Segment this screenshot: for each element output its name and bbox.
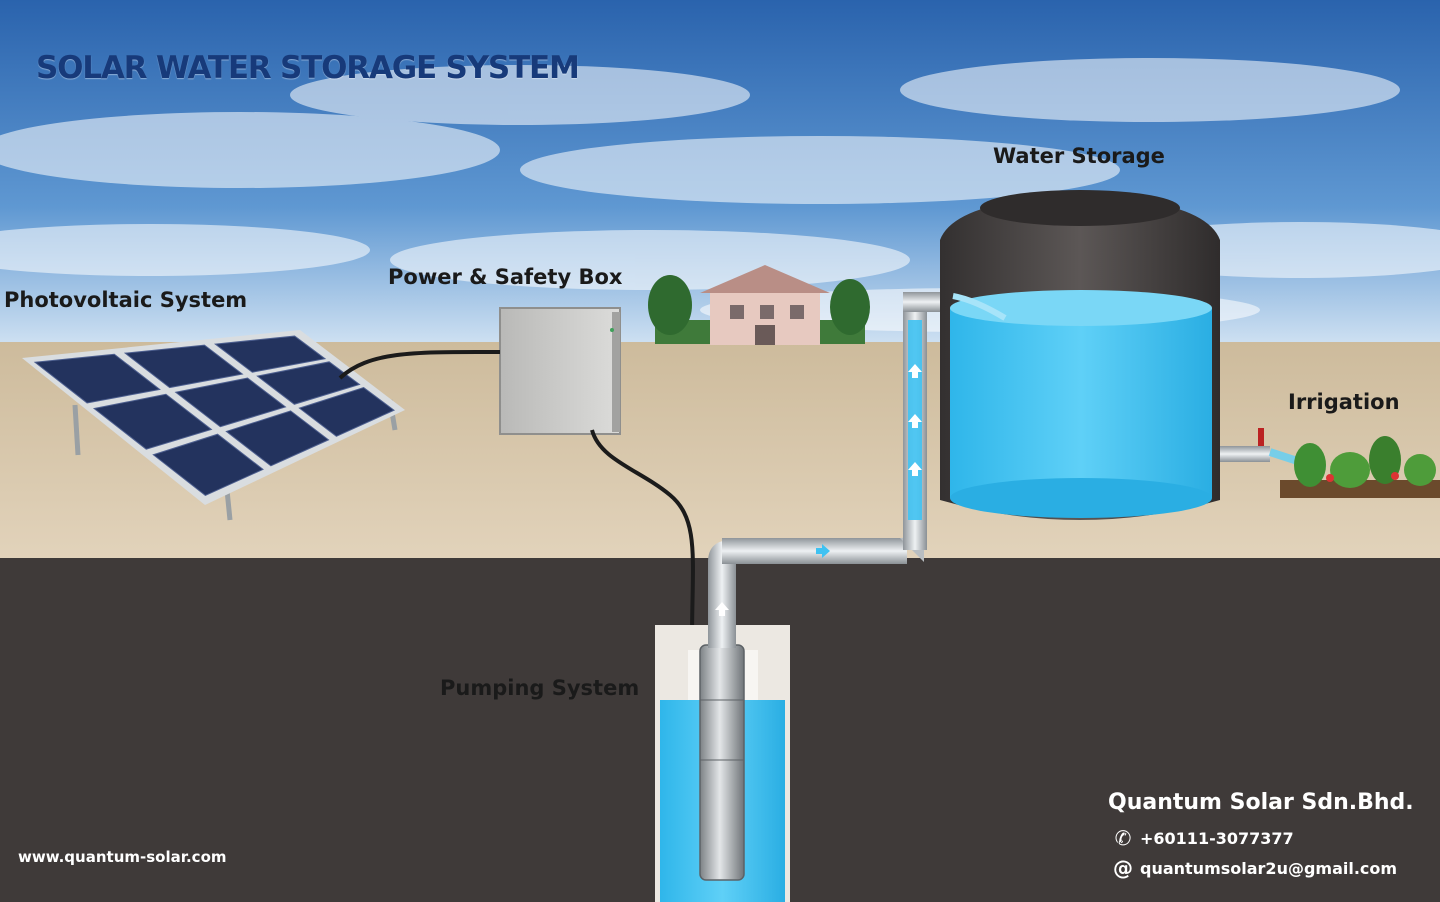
irrigation-label: Irrigation	[1288, 390, 1400, 414]
submersible-pump	[699, 644, 745, 881]
arrow-up-icon	[908, 364, 922, 378]
cable-panel-to-box	[338, 349, 501, 380]
phone-icon: ✆	[1114, 826, 1132, 850]
solar-panel	[225, 410, 330, 467]
solar-panel	[123, 344, 244, 389]
power-safety-box	[499, 307, 621, 435]
power-safety-box-label: Power & Safety Box	[388, 265, 623, 289]
at-sign-icon: @	[1113, 856, 1133, 880]
house	[648, 265, 870, 345]
phone-number: +60111-3077377	[1140, 828, 1294, 848]
arrow-up-icon	[715, 602, 729, 616]
website-url: www.quantum-solar.com	[18, 848, 227, 866]
solar-panel	[174, 377, 287, 428]
arrow-right-icon	[816, 544, 830, 558]
arrow-up-icon	[908, 414, 922, 428]
solar-panel	[92, 393, 213, 450]
solar-panel	[213, 335, 327, 373]
cable-box-to-pump	[590, 429, 695, 700]
water-storage-label: Water Storage	[993, 144, 1165, 168]
arrow-up-icon	[908, 462, 922, 476]
water-storage-tank	[940, 190, 1220, 520]
company-name: Quantum Solar Sdn.Bhd.	[1108, 790, 1414, 815]
pumping-system-label: Pumping System	[440, 676, 640, 700]
solar-panel	[256, 361, 361, 405]
contact-email: @ quantumsolar2u@gmail.com	[1112, 856, 1397, 880]
solar-panel	[33, 353, 161, 404]
photovoltaic-system-label: Photovoltaic System	[4, 288, 248, 312]
irrigation-outlet	[1220, 428, 1440, 498]
email-address: quantumsolar2u@gmail.com	[1140, 858, 1398, 878]
solar-panel-array	[22, 330, 405, 521]
contact-phone: ✆ +60111-3077377	[1112, 826, 1294, 850]
solar-panel	[298, 387, 396, 437]
diagram-title: SOLAR WATER STORAGE SYSTEM	[36, 50, 580, 86]
solar-panel	[152, 433, 264, 497]
